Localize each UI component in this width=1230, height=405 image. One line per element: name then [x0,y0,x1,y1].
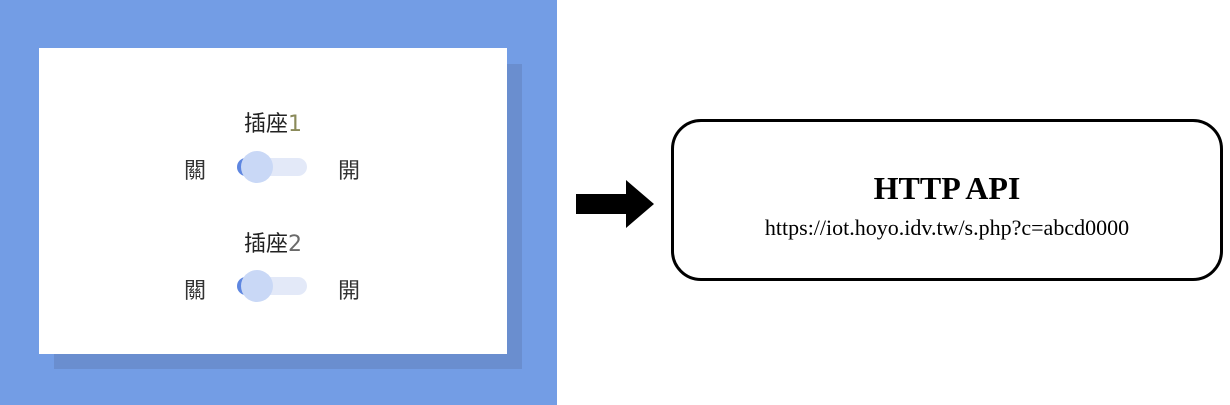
socket-2-toggle-thumb[interactable] [241,270,273,302]
socket-2-name: 插座 [243,232,288,257]
right-arrow-icon [576,180,654,228]
socket-1-number: 1 [288,112,302,137]
socket-1-on-label: 開 [338,159,361,184]
api-title: HTTP API [873,170,1021,206]
socket-control-card: 插座1 關 開 插座2 關 開 [39,48,507,354]
socket-1-name: 插座 [243,112,288,137]
socket-2-toggle[interactable] [237,270,307,302]
socket-2-off-label: 關 [184,279,207,304]
http-api-box: HTTP API https://iot.hoyo.idv.tw/s.php?c… [671,119,1223,281]
socket-1-off-label: 關 [184,159,207,184]
socket-2-on-label: 開 [338,279,361,304]
socket-1-toggle[interactable] [237,151,307,183]
socket-2-title: 插座2 [39,226,507,258]
socket-2-number: 2 [288,232,302,257]
api-url: https://iot.hoyo.idv.tw/s.php?c=abcd0000 [764,215,1130,240]
socket-1-toggle-thumb[interactable] [241,151,273,183]
socket-1-title: 插座1 [39,106,507,138]
